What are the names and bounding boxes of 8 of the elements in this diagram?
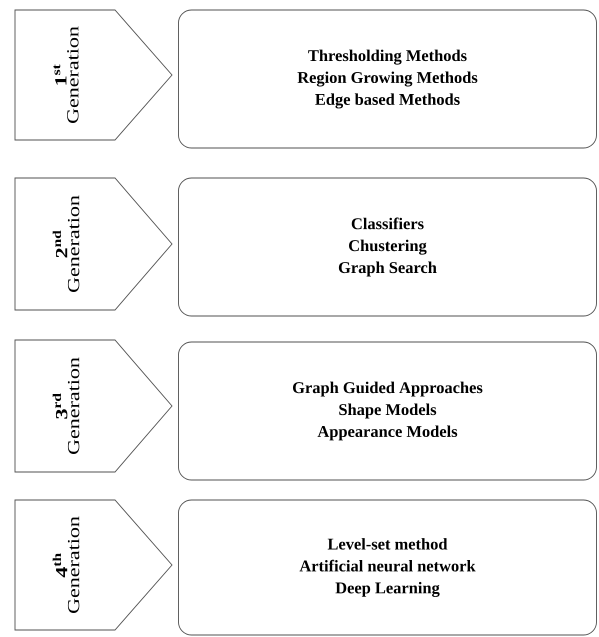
methods-box: Graph Guided Approaches Shape Models Appearance Models: [178, 342, 597, 480]
methods-box: Thresholding Methods Region Growing Methods Edge based Methods: [178, 10, 597, 148]
generation-pentagon: 3$^{rd}$ Generation: [14, 340, 173, 472]
methods-box: Level-set method Artificial neural network Deep Learning: [178, 500, 597, 636]
generation-pentagon: 1$^{st}$ Generation: [14, 10, 173, 140]
generation-pentagon: 4$^{th}$ Generation: [14, 500, 173, 630]
methods-box: Classifiers Chustering Graph Search: [178, 178, 597, 316]
generation-pentagon: 2$^{nd}$ Generation: [14, 178, 173, 310]
